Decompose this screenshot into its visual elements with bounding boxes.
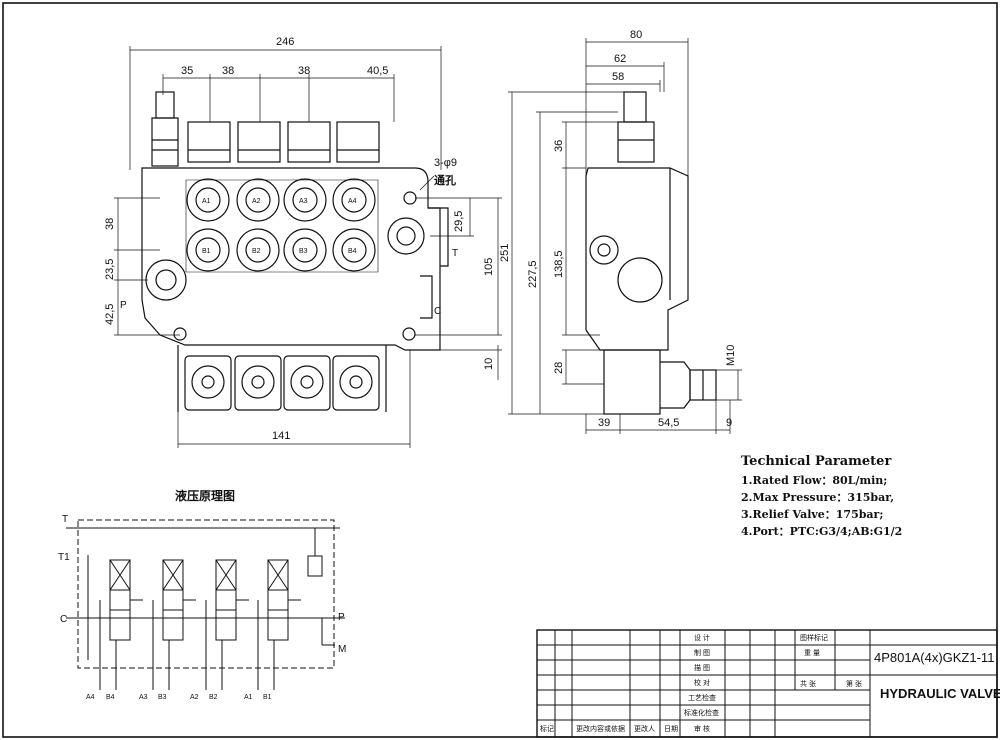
tb-row-6: 审 核 (694, 724, 710, 733)
tb-mid-0: 图样标记 (800, 633, 828, 642)
port-P-label: P (120, 300, 127, 311)
dim-side-39: 39 (598, 417, 610, 429)
dim-left-1: 38 (104, 218, 116, 230)
dim-side-227: 227,5 (527, 260, 539, 288)
tb-bottom-1: 更改内容或依据 (576, 724, 625, 733)
port-A1: A1 (202, 198, 211, 205)
schematic-title: 液压原理图 (175, 488, 235, 503)
param-rated-flow: 1.Rated Flow：80L/min; (741, 474, 888, 487)
dim-side-138: 138,5 (553, 250, 565, 278)
dim-right-3: 10 (483, 358, 495, 370)
dim-side-62: 62 (614, 53, 626, 65)
param-port: 4.Port：PTC:G3/4;AB:G1/2 (741, 525, 903, 538)
schem-C: C (60, 614, 67, 625)
dim-pitch-1: 35 (181, 65, 193, 77)
tb-bottom-2: 更改人 (634, 724, 655, 733)
port-B4: B4 (348, 248, 357, 255)
tb-mid-1: 重 量 (804, 649, 820, 657)
schem-T: T (62, 514, 68, 525)
port-B1: B1 (202, 248, 211, 255)
schem-B2: B2 (209, 694, 218, 701)
schem-B3: B3 (158, 694, 167, 701)
dim-side-80: 80 (630, 29, 642, 41)
dim-pitch-4: 40,5 (367, 65, 388, 77)
schem-A4: A4 (86, 694, 95, 701)
part-number: 4P801A(4x)GKZ1-11 (874, 650, 994, 665)
tb-sheet-1: 第 张 (846, 679, 862, 688)
port-A2: A2 (252, 198, 261, 205)
dim-side-9: 9 (726, 417, 732, 429)
dim-side-36: 36 (553, 140, 565, 152)
tb-row-0: 设 计 (694, 633, 710, 642)
dim-bottom-width: 141 (272, 430, 290, 442)
dim-side-58: 58 (612, 71, 624, 83)
front-view-dim-text: 246 35 38 38 40,5 141 38 23,5 42,5 29,5 … (104, 36, 495, 442)
schem-A2: A2 (190, 694, 199, 701)
schem-A3: A3 (139, 694, 148, 701)
schem-T1: T1 (58, 552, 70, 563)
schem-M: M (338, 644, 346, 655)
dim-right-1: 29,5 (453, 211, 465, 232)
technical-parameter-title: Technical Parameter (741, 454, 892, 469)
tb-row-5: 标准化检查 (684, 708, 719, 717)
hole-note: 3-φ9 (434, 157, 457, 169)
schem-B1: B1 (263, 694, 272, 701)
hole-note-cn: 通孔 (434, 174, 456, 187)
dim-left-2: 23,5 (104, 259, 116, 280)
port-C-label: C (434, 306, 441, 317)
dim-overall-width: 246 (276, 36, 294, 48)
side-view (585, 91, 717, 415)
tb-bottom-0: 标记 (540, 724, 554, 733)
schem-A1: A1 (244, 694, 253, 701)
schematic-labels: 液压原理图 T T1 C P M A4 B4 A3 B3 A2 B2 A1 B1 (58, 488, 346, 701)
tb-row-2: 描 图 (694, 663, 710, 672)
dim-side-251: 251 (499, 244, 511, 262)
dim-pitch-2: 38 (222, 65, 234, 77)
dim-side-54: 54,5 (658, 417, 679, 429)
tb-row-4: 工艺检查 (688, 693, 716, 702)
port-T-label: T (452, 248, 458, 259)
dim-right-2: 105 (483, 258, 495, 276)
front-view-dims (114, 46, 502, 448)
schem-B4: B4 (106, 694, 115, 701)
port-B2: B2 (252, 248, 261, 255)
tb-bottom-3: 日期 (664, 725, 678, 733)
tb-row-1: 制 图 (694, 648, 710, 657)
side-view-dims (508, 38, 742, 434)
port-B3: B3 (299, 248, 308, 255)
hydraulic-schematic (66, 519, 345, 690)
dim-pitch-3: 38 (298, 65, 310, 77)
schem-P: P (338, 612, 345, 623)
side-view-dim-text: 80 62 58 251 227,5 138,5 36 28 39 54,5 9… (499, 29, 737, 429)
tb-sheet-0: 共 张 (800, 679, 816, 688)
param-relief-valve: 3.Relief Valve：175bar; (741, 508, 884, 521)
port-A4: A4 (348, 198, 357, 205)
title-block-text: 设 计 制 图 描 图 校 对 工艺检查 标准化检查 审 核 图样标记 重 量 … (540, 633, 1000, 733)
dim-side-28: 28 (553, 362, 565, 374)
tb-row-3: 校 对 (694, 678, 710, 687)
front-view (141, 91, 449, 412)
thread-m10: M10 (725, 345, 737, 366)
technical-parameter-block: Technical Parameter 1.Rated Flow：80L/min… (741, 454, 902, 540)
port-A3: A3 (299, 198, 308, 205)
title-block (536, 629, 998, 738)
dim-left-3: 42,5 (104, 304, 116, 325)
product-name: HYDRAULIC VALVE (880, 686, 1000, 701)
param-max-pressure: 2.Max Pressure：315bar, (741, 491, 895, 504)
